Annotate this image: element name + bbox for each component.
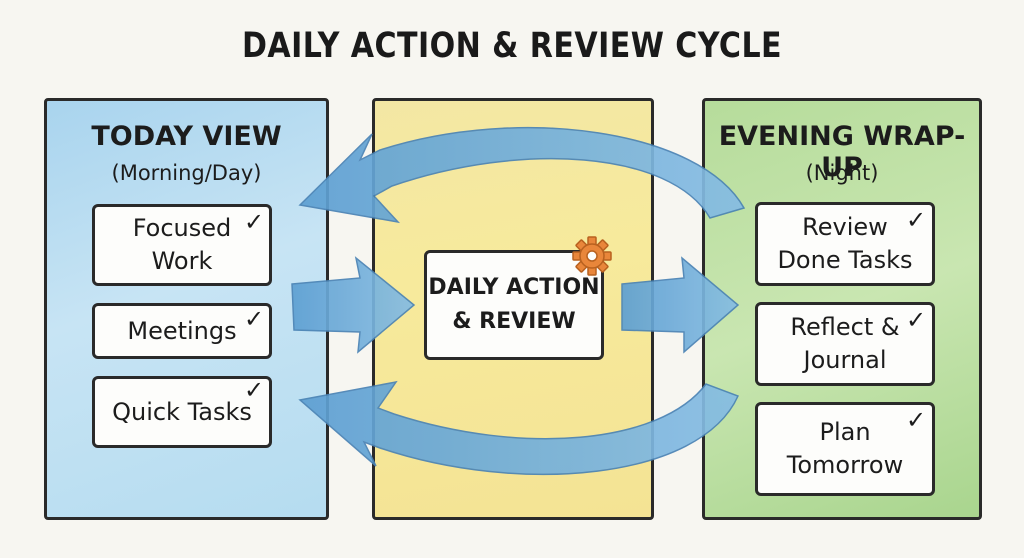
today-view-subheading: (Morning/Day) — [111, 161, 262, 185]
today-view-heading: TODAY VIEW — [91, 121, 282, 152]
gear-icon — [572, 236, 612, 276]
check-icon: ✓ — [906, 206, 927, 234]
check-icon: ✓ — [906, 406, 927, 434]
check-icon: ✓ — [244, 208, 265, 236]
flow-arrow-center-to-right — [621, 256, 740, 354]
card-reflect-journal-label: Reflect & Journal — [790, 313, 900, 374]
check-icon: ✓ — [906, 306, 927, 334]
card-quick-tasks: Quick Tasks — [92, 376, 272, 448]
card-review-done-tasks-label: Review Done Tasks — [777, 213, 913, 274]
card-review-done-tasks: Review Done Tasks — [755, 202, 935, 286]
return-arrow-bottom — [298, 380, 740, 476]
card-plan-tomorrow: Plan Tomorrow — [755, 402, 935, 496]
card-quick-tasks-label: Quick Tasks — [112, 397, 252, 426]
card-plan-tomorrow-label: Plan Tomorrow — [786, 418, 904, 479]
diagram-title: DAILY ACTION & REVIEW CYCLE — [241, 26, 783, 66]
return-arrow-top — [298, 126, 746, 224]
evening-wrap-up-subheading: (Night) — [805, 161, 879, 185]
flow-arrow-left-to-center — [291, 256, 416, 354]
check-icon: ✓ — [244, 376, 265, 404]
card-reflect-journal: Reflect & Journal — [755, 302, 935, 386]
daily-action-review-card: DAILY ACTION & REVIEW — [424, 250, 604, 360]
evening-wrap-up-heading: EVENING WRAP-UP — [718, 121, 966, 183]
card-focused-work: Focused Work — [92, 204, 272, 286]
card-meetings: Meetings — [92, 303, 272, 359]
check-icon: ✓ — [244, 305, 265, 333]
card-meetings-label: Meetings — [127, 316, 237, 345]
card-focused-work-label: Focused Work — [132, 214, 232, 275]
